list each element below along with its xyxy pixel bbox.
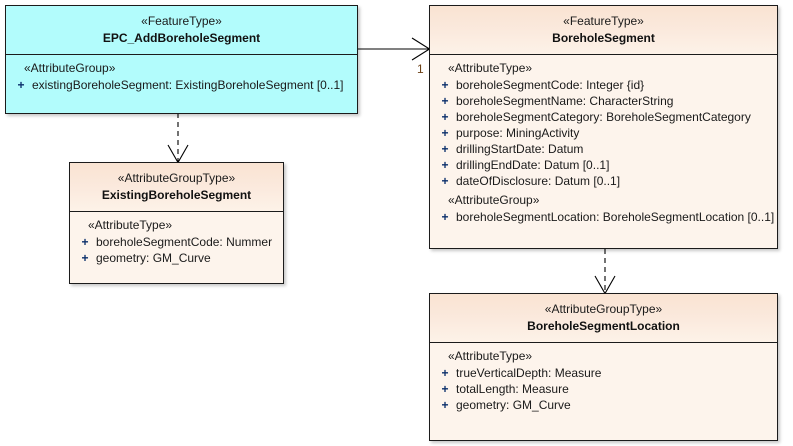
attribute-row[interactable]: + boreholeSegmentCategory: BoreholeSegme… [434,109,773,125]
visibility-marker: + [441,126,449,141]
class-name: ExistingBoreholeSegment [101,188,252,203]
attribute-row[interactable]: + drillingEndDate: Datum [0..1] [434,157,773,173]
visibility-marker: + [441,210,449,225]
visibility-marker: + [441,94,449,109]
attribute-group-label: «AttributeType» [448,349,533,364]
attribute-signature: boreholeSegmentCode: Integer {id} [456,78,645,93]
attribute-signature: drillingEndDate: Datum [0..1] [456,158,610,173]
class-name: BoreholeSegment [552,31,655,46]
class-box-borehole-segment-location[interactable]: «AttributeGroupType» BoreholeSegmentLoca… [429,293,778,441]
class-header: «AttributeGroupType» BoreholeSegmentLoca… [430,294,777,344]
attribute-signature: boreholeSegmentName: CharacterString [456,94,674,109]
class-stereotype: «FeatureType» [141,14,222,28]
visibility-marker: + [441,78,449,93]
connector-association-epc-to-boreholesegment[interactable] [357,37,431,61]
attribute-row[interactable]: + boreholeSegmentCode: Nummer [74,234,279,250]
attribute-row[interactable]: + trueVerticalDepth: Measure [434,365,773,381]
attribute-group-label: «AttributeGroup» [24,61,116,76]
attribute-row[interactable]: + drillingStartDate: Datum [434,141,773,157]
visibility-marker: + [441,158,449,173]
attribute-signature: dateOfDisclosure: Datum [0..1] [456,174,621,189]
class-box-borehole-segment[interactable]: «FeatureType» BoreholeSegment «Attribute… [429,5,778,249]
attribute-signature: geometry: GM_Curve [96,251,211,266]
attribute-row[interactable]: + totalLength: Measure [434,381,773,397]
attribute-row[interactable]: + boreholeSegmentLocation: BoreholeSegme… [434,209,775,225]
class-name: BoreholeSegmentLocation [527,319,680,334]
visibility-marker: + [17,78,25,93]
attribute-signature: purpose: MiningActivity [456,126,580,141]
class-compartment-attributes: «AttributeType» + trueVerticalDepth: Mea… [430,343,777,420]
visibility-marker: + [441,142,449,157]
class-stereotype: «FeatureType» [563,14,644,28]
class-compartment-attributes: «AttributeType» + boreholeSegmentCode: N… [70,212,283,273]
class-header: «FeatureType» BoreholeSegment [430,6,777,56]
connector-dependency-epc-to-existing[interactable] [167,113,189,164]
class-name: EPC_AddBoreholeSegment [102,31,261,46]
attribute-signature: totalLength: Measure [456,382,569,397]
attribute-signature: existingBoreholeSegment: ExistingBorehol… [32,78,344,93]
class-compartment-attributes: «AttributeType» + boreholeSegmentCode: I… [430,55,777,232]
class-box-existing-borehole-segment[interactable]: «AttributeGroupType» ExistingBoreholeSeg… [69,162,284,284]
visibility-marker: + [441,366,449,381]
visibility-marker: + [441,382,449,397]
attribute-row[interactable]: + dateOfDisclosure: Datum [0..1] [434,173,773,189]
multiplicity-label-boreholesegment: 1 [417,62,424,76]
attribute-signature: geometry: GM_Curve [456,398,571,413]
visibility-marker: + [81,235,89,250]
visibility-marker: + [441,110,449,125]
attribute-group-label: «AttributeType» [88,218,173,233]
attribute-row[interactable]: + existingBoreholeSegment: ExistingBoreh… [10,77,353,93]
class-header: «AttributeGroupType» ExistingBoreholeSeg… [70,163,283,213]
attribute-row[interactable]: + boreholeSegmentName: CharacterString [434,93,773,109]
attribute-signature: trueVerticalDepth: Measure [456,366,602,381]
attribute-group-label: «AttributeType» [448,61,533,76]
class-stereotype: «AttributeGroupType» [117,171,236,185]
attribute-row[interactable]: + purpose: MiningActivity [434,125,773,141]
visibility-marker: + [441,398,449,413]
attribute-row[interactable]: + geometry: GM_Curve [434,397,773,413]
class-stereotype: «AttributeGroupType» [544,302,663,316]
class-compartment-attributes: «AttributeGroup» + existingBoreholeSegme… [6,55,357,100]
visibility-marker: + [441,174,449,189]
attribute-signature: boreholeSegmentCode: Nummer [96,235,273,250]
class-header: «FeatureType» EPC_AddBoreholeSegment [6,6,357,56]
class-box-epc-add-borehole-segment[interactable]: «FeatureType» EPC_AddBoreholeSegment «At… [5,5,358,114]
visibility-marker: + [81,251,89,266]
attribute-row[interactable]: + boreholeSegmentCode: Integer {id} [434,77,773,93]
attribute-signature: drillingStartDate: Datum [456,142,584,157]
attribute-signature: boreholeSegmentCategory: BoreholeSegment… [456,110,751,125]
attribute-signature: boreholeSegmentLocation: BoreholeSegment… [456,210,775,225]
attribute-row[interactable]: + geometry: GM_Curve [74,250,279,266]
connector-dependency-segment-to-location[interactable] [594,249,616,295]
attribute-group-label: «AttributeGroup» [448,193,540,208]
